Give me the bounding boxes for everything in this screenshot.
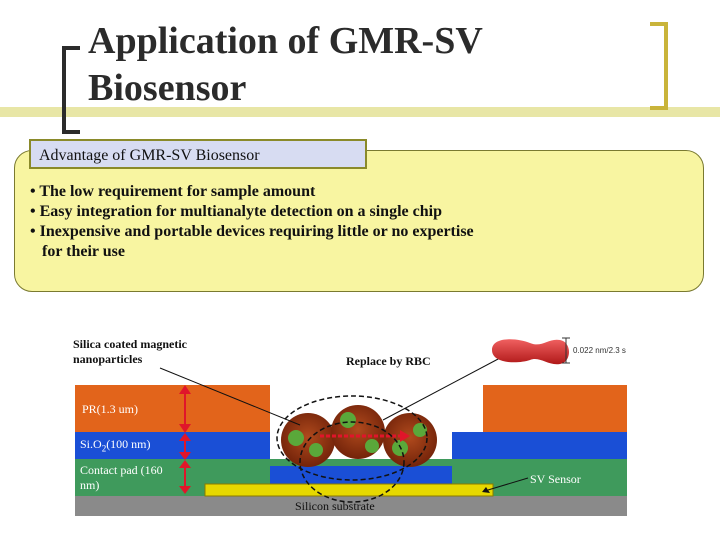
slide-title-line2: Biosensor	[88, 67, 247, 109]
silica-label-line1: Silica coated magnetic	[73, 337, 187, 351]
rbc-size-label: 0.022 nm/2.3 s	[573, 346, 626, 355]
sv-sensor-pointer-line	[487, 477, 529, 491]
nanoparticle-core	[288, 430, 304, 446]
sio2-trench-floor	[270, 466, 452, 486]
advantage-item-1: • The low requirement for sample amount	[30, 183, 316, 200]
advantage-item-4: for their use	[30, 243, 125, 260]
advantage-item-3: • Inexpensive and portable devices requi…	[30, 223, 474, 240]
advantages-box	[14, 150, 704, 292]
left-bracket-decoration	[62, 46, 80, 134]
contact-label-line2: nm)	[80, 478, 100, 492]
rbc-pointer-line	[382, 357, 501, 421]
magnetic-field-loop	[299, 421, 405, 503]
sio2-label-prefix: Si.O	[80, 437, 102, 451]
slide-title: Application of GMR-SV Biosensor	[88, 18, 608, 112]
pr-layer-left	[75, 385, 270, 432]
sv-sensor-pointer-head	[482, 487, 490, 493]
nanoparticle	[383, 413, 437, 467]
title-accent-bar	[0, 107, 720, 117]
contact-pad-label: Contact pad (160 nm)	[80, 463, 163, 493]
advantages-list: • The low requirement for sample amount …	[30, 182, 690, 262]
magnetic-nanoparticle-cluster	[281, 405, 437, 467]
nanoparticle-core	[309, 443, 323, 457]
sio2-layer-label: Si.O2(100 nm)	[80, 437, 151, 456]
sio2-label-suffix: (100 nm)	[106, 437, 151, 451]
sio2-label-subscript: 2	[101, 443, 107, 454]
rbc-size-scale	[562, 337, 570, 364]
silica-label-line2: nanoparticles	[73, 352, 143, 366]
nanoparticle-core	[365, 439, 379, 453]
sv-sensor-label: SV Sensor	[530, 472, 581, 486]
sv-sensor-strip	[204, 483, 494, 497]
contact-label-line1: Contact pad (160	[80, 463, 163, 477]
advantage-item-2: • Easy integration for multianalyte dete…	[30, 203, 442, 220]
rbc-label: Replace by RBC	[346, 354, 431, 368]
silicon-substrate-label: Silicon substrate	[295, 499, 375, 513]
silica-pointer-line	[159, 367, 301, 426]
sio2-thickness-arrow	[179, 433, 191, 460]
red-blood-cell-icon	[492, 339, 569, 365]
contact-thickness-arrow	[179, 460, 191, 494]
magnetic-field-loop	[276, 395, 428, 481]
advantages-label: Advantage of GMR-SV Biosensor	[29, 139, 367, 169]
pr-layer-label: PR(1.3 um)	[82, 402, 139, 416]
slide-title-line1: Application of GMR-SV	[88, 20, 483, 62]
sio2-layer	[75, 432, 627, 466]
nanoparticle-core	[340, 412, 356, 428]
silicon-substrate-layer	[75, 496, 627, 516]
silica-nanoparticle-label: Silica coated magnetic nanoparticles	[73, 337, 223, 367]
pr-layer-right	[483, 385, 627, 432]
right-bracket-decoration	[650, 22, 668, 110]
nanoparticle-core	[413, 423, 427, 437]
pr-thickness-arrow	[179, 385, 191, 433]
